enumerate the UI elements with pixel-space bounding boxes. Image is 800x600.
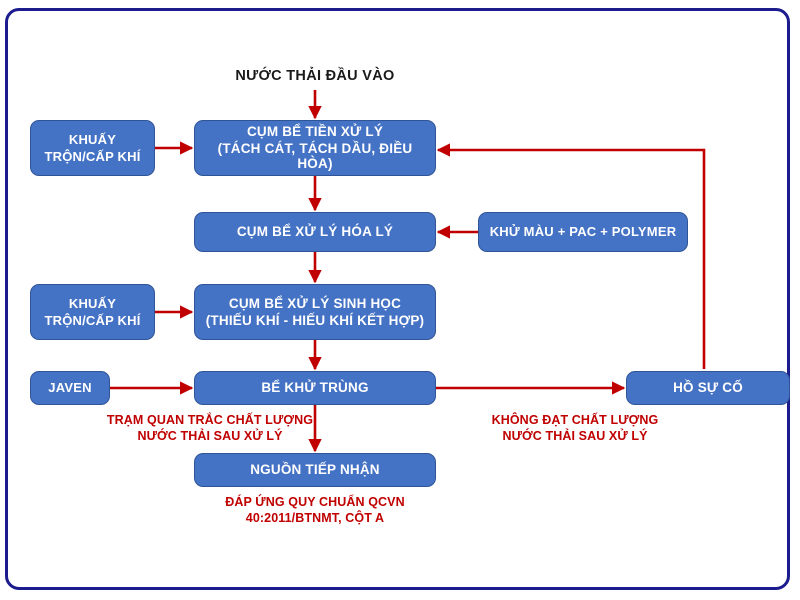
node-incident-pond[interactable]: HỒ SỰ CỐ xyxy=(626,371,790,405)
node-bio-mixer[interactable]: KHUẤY TRỘN/CẤP KHÍ xyxy=(30,284,155,340)
node-inlet-mixer-line1: KHUẤY xyxy=(68,132,117,148)
caption-monitoring-station: TRẠM QUAN TRẮC CHẤT LƯỢNG NƯỚC THẢI SAU … xyxy=(106,413,314,443)
node-disinfection-tank[interactable]: BỂ KHỬ TRÙNG xyxy=(194,371,436,405)
node-biological-treatment[interactable]: CỤM BỂ XỬ LÝ SINH HỌC (THIẾU KHÍ - HIẾU … xyxy=(194,284,436,340)
caption-failing-quality: KHÔNG ĐẠT CHẤT LƯỢNG NƯỚC THẢI SAU XỬ LÝ xyxy=(491,413,659,443)
node-javen-line1: JAVEN xyxy=(48,380,92,396)
node-pretreat-line2: (TÁCH CÁT, TÁCH DẦU, ĐIỀU HÒA) xyxy=(217,140,413,172)
node-inlet-mixer[interactable]: KHUẤY TRỘN/CẤP KHÍ xyxy=(30,120,155,176)
node-physchem-line1: CỤM BỂ XỬ LÝ HÓA LÝ xyxy=(236,224,394,240)
inlet-title-label: NƯỚC THẢI ĐẦU VÀO xyxy=(235,68,395,84)
node-javen-dosing[interactable]: JAVEN xyxy=(30,371,110,405)
connector-incident-pond-recycle xyxy=(436,143,706,369)
node-bio-mixer-line2: TRỘN/CẤP KHÍ xyxy=(44,312,141,328)
node-incident-pond-line1: HỒ SỰ CỐ xyxy=(673,380,743,396)
node-pretreat-line1: CỤM BỂ TIỀN XỬ LÝ xyxy=(246,123,384,139)
node-physicochemical-treatment[interactable]: CỤM BỂ XỬ LÝ HÓA LÝ xyxy=(194,212,436,252)
node-bio-mixer-line1: KHUẤY xyxy=(68,296,117,312)
node-inlet-mixer-line2: TRỘN/CẤP KHÍ xyxy=(44,148,141,164)
node-disinfect-line1: BỂ KHỬ TRÙNG xyxy=(261,380,369,396)
caption-standard-compliance: ĐÁP ỨNG QUY CHUẨN QCVN 40:2011/BTNMT, CỘ… xyxy=(225,495,405,525)
node-pretreatment-tank-group[interactable]: CỤM BỂ TIỀN XỬ LÝ (TÁCH CÁT, TÁCH DẦU, Đ… xyxy=(194,120,436,176)
node-receiver-line1: NGUỒN TIẾP NHẬN xyxy=(250,462,380,478)
node-receiving-source[interactable]: NGUỒN TIẾP NHẬN xyxy=(194,453,436,487)
node-color-pac-line1: KHỬ MÀU + PAC + POLYMER xyxy=(489,224,677,240)
node-bio-line1: CỤM BỂ XỬ LÝ SINH HỌC xyxy=(228,295,402,311)
node-chemical-dosing[interactable]: KHỬ MÀU + PAC + POLYMER xyxy=(478,212,688,252)
node-bio-line2: (THIẾU KHÍ - HIẾU KHÍ KẾT HỢP) xyxy=(205,312,425,328)
